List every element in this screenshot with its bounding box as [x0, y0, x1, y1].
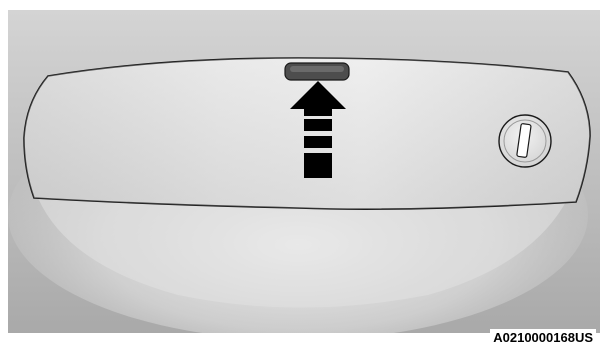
figure-id-label: A0210000168US — [490, 329, 596, 346]
glove-box-illustration — [8, 10, 600, 333]
key-lock-icon[interactable] — [499, 115, 551, 167]
door-release-handle-icon[interactable] — [285, 63, 349, 80]
illustration-frame — [8, 10, 600, 333]
